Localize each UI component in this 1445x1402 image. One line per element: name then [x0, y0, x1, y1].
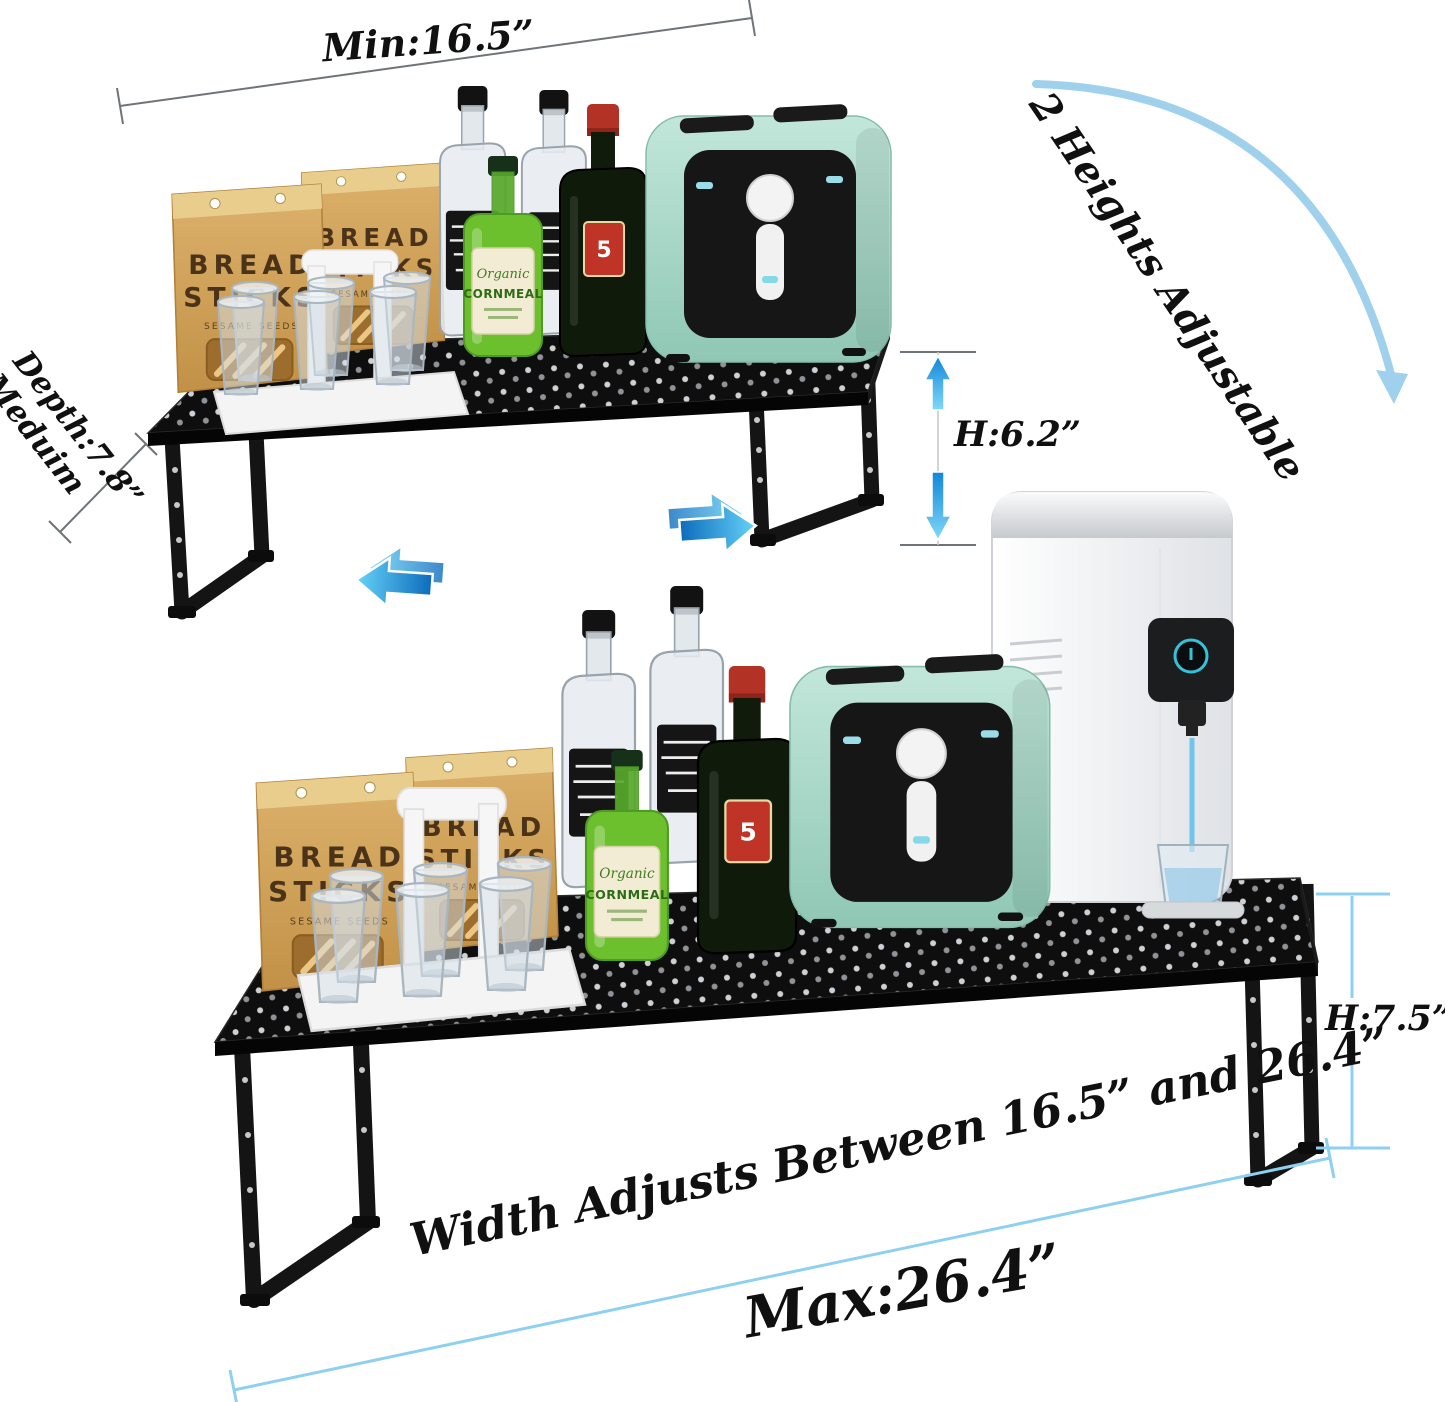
dispenser-drip-tray: [1141, 901, 1245, 919]
small-shelf-right-leg: [748, 329, 880, 548]
large-shelf-right-leg: [1244, 883, 1320, 1188]
dispenser-spout: [1178, 700, 1206, 726]
small-shelf-left-leg: [164, 349, 270, 620]
max-width-dimension-line: [228, 1137, 1336, 1402]
small-shelf-scene: [48, 0, 1408, 620]
expand-right-arrow-icon: [665, 489, 758, 555]
height-small-label: H:6.2”: [954, 414, 1082, 455]
height-large-label: H:7.5”: [1320, 998, 1445, 1039]
large-shelf-scene: [213, 491, 1390, 1402]
down-arrow-icon: [923, 471, 953, 542]
depth-dimension-line: [48, 432, 158, 544]
height-small-dimension: [900, 351, 976, 546]
up-arrow-icon: [923, 354, 953, 411]
min-width-dimension-line: [116, 0, 756, 125]
expand-left-arrow-icon: [354, 543, 447, 609]
heights-curved-arrow: [1032, 80, 1408, 404]
